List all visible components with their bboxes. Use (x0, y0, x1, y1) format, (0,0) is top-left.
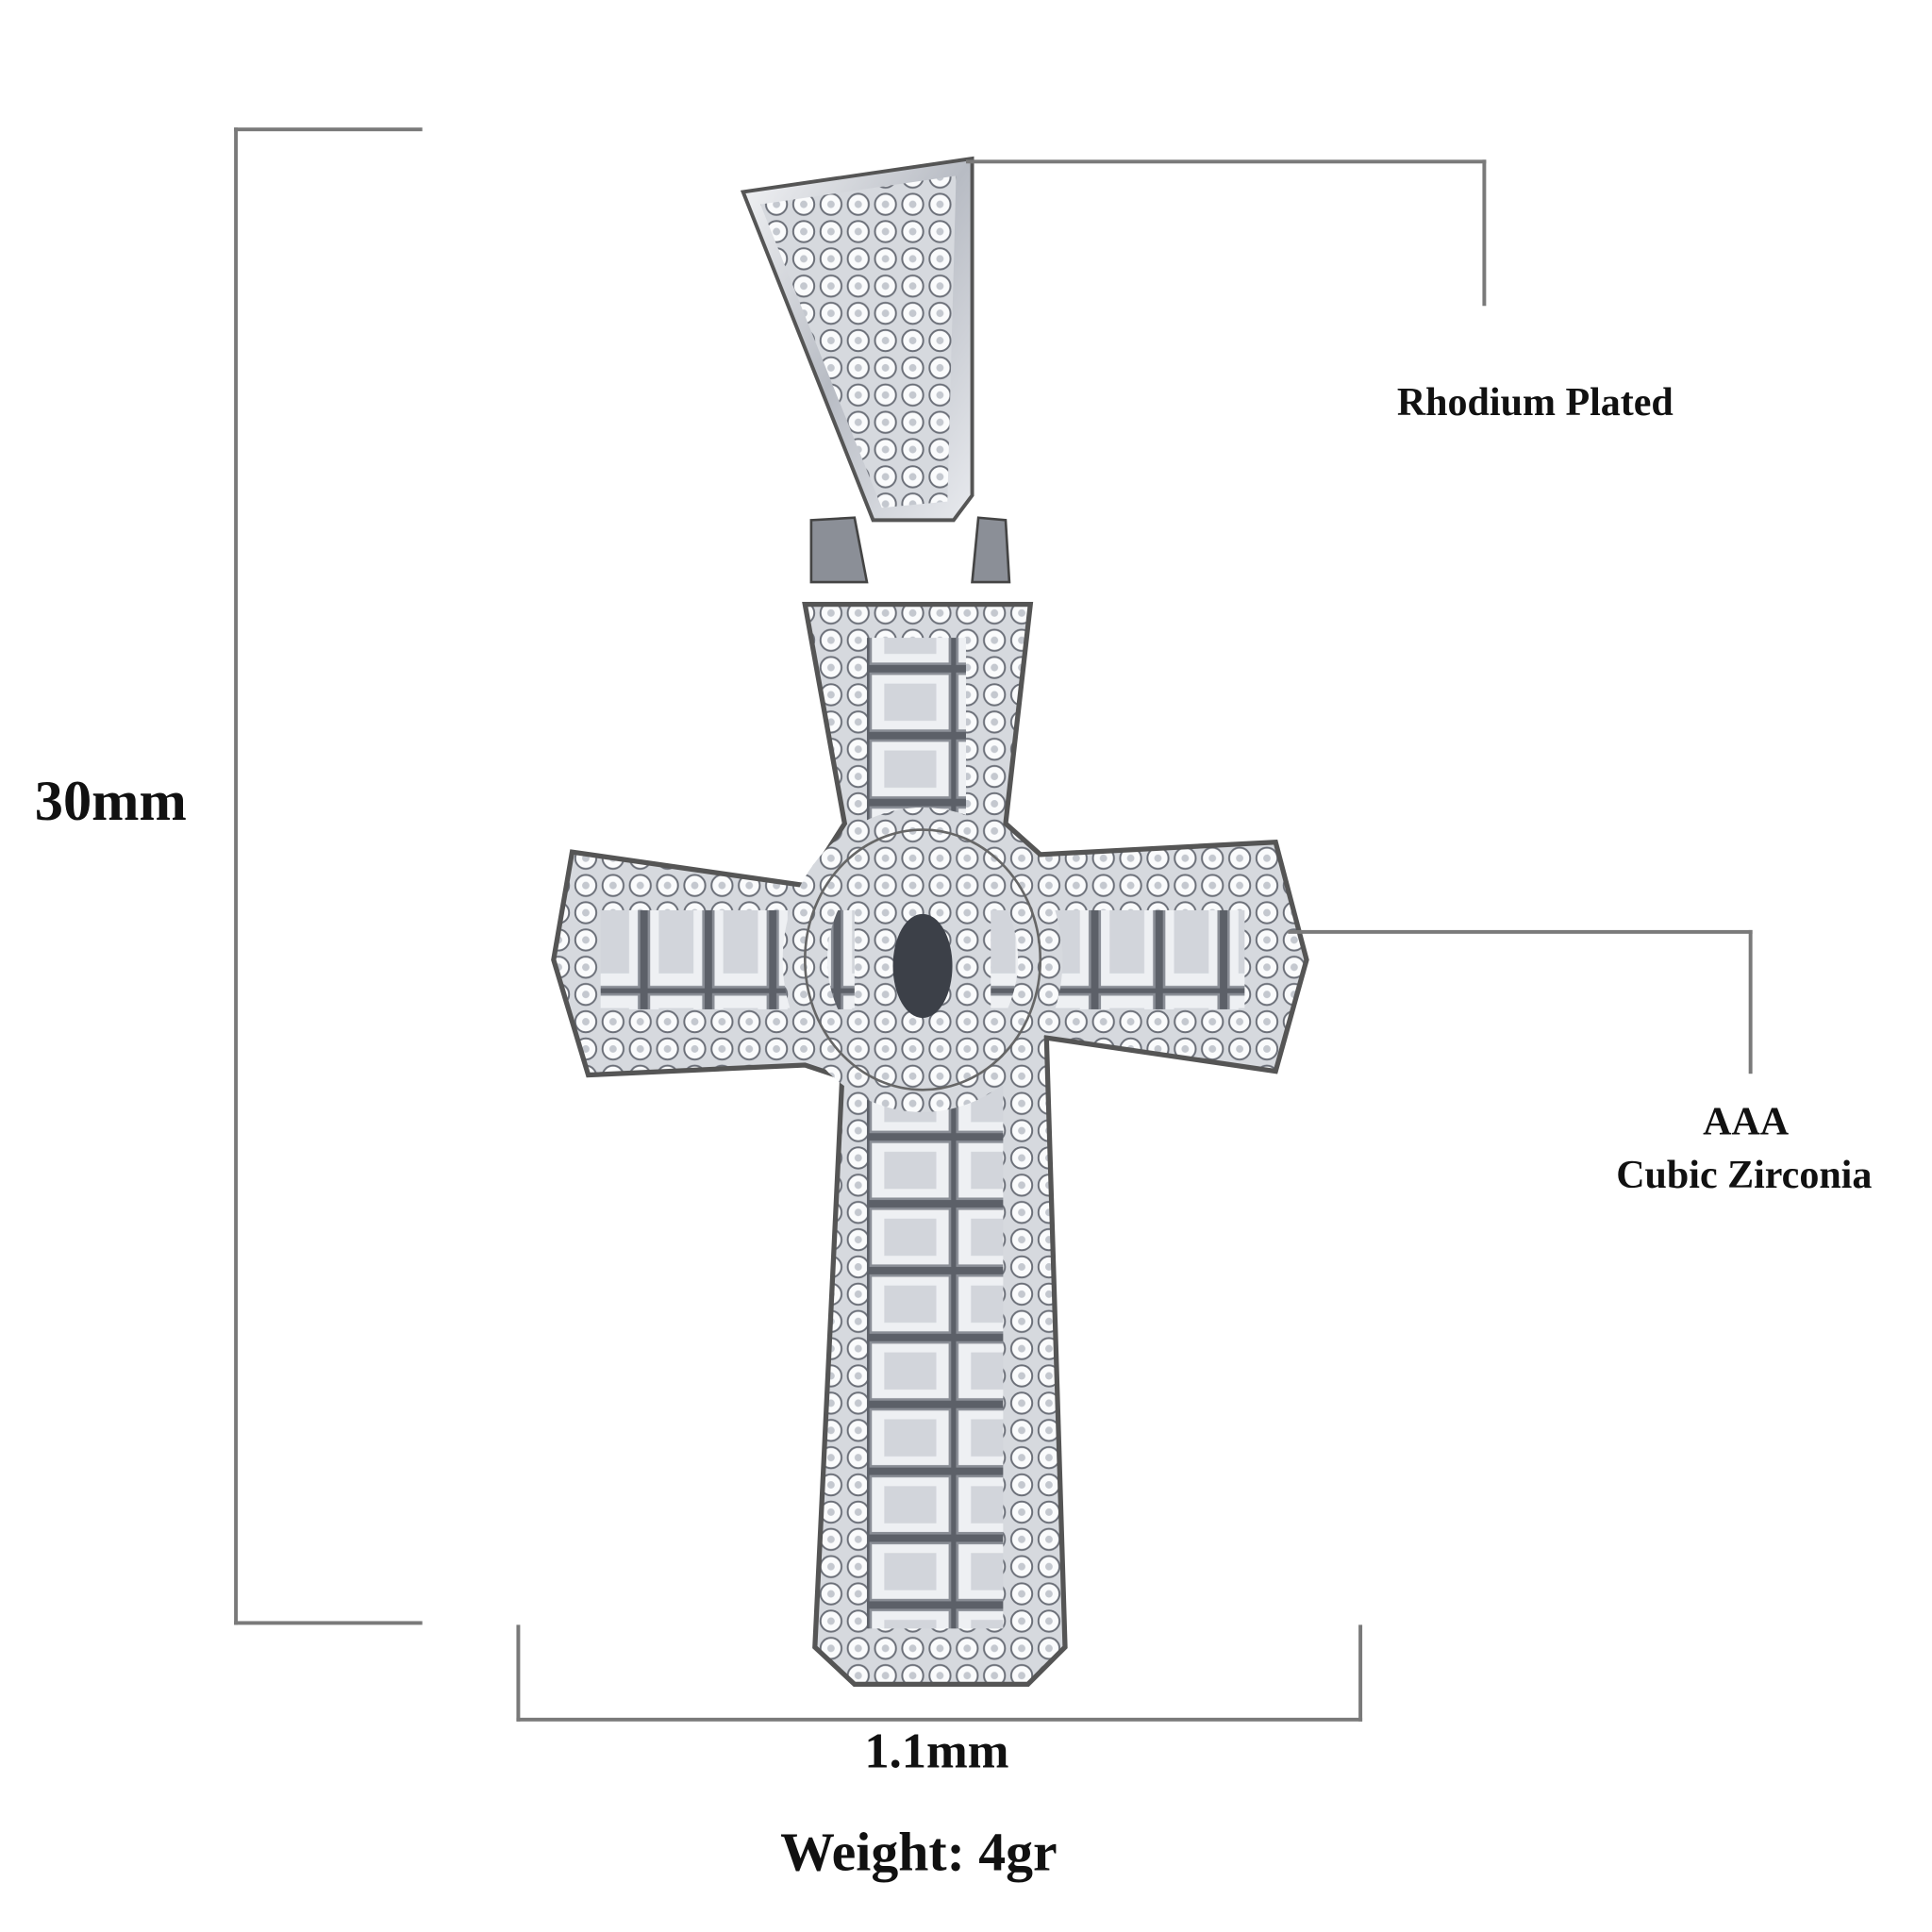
stone-callout-line (1288, 929, 1753, 934)
width-bracket-line (516, 1717, 1363, 1722)
plating-callout-drop (1482, 159, 1487, 307)
height-bracket-top (234, 127, 423, 132)
stone-grade-label: AAA (1703, 1098, 1790, 1143)
weight-label: Weight: 4gr (780, 1822, 1058, 1883)
bail (740, 156, 1011, 584)
width-bracket-left (516, 1624, 521, 1722)
width-bracket-right (1358, 1624, 1363, 1722)
stone-callout-drop (1748, 929, 1753, 1074)
height-bracket-line (234, 127, 239, 1625)
width-label: 1.1mm (864, 1723, 1009, 1779)
cross-body (551, 602, 1309, 1688)
height-bracket-bottom (234, 1621, 423, 1625)
plating-label: Rhodium Plated (1396, 378, 1674, 424)
stone-type-label: Cubic Zirconia (1616, 1151, 1873, 1197)
height-label: 30mm (34, 769, 187, 833)
plating-callout-line (965, 159, 1487, 164)
